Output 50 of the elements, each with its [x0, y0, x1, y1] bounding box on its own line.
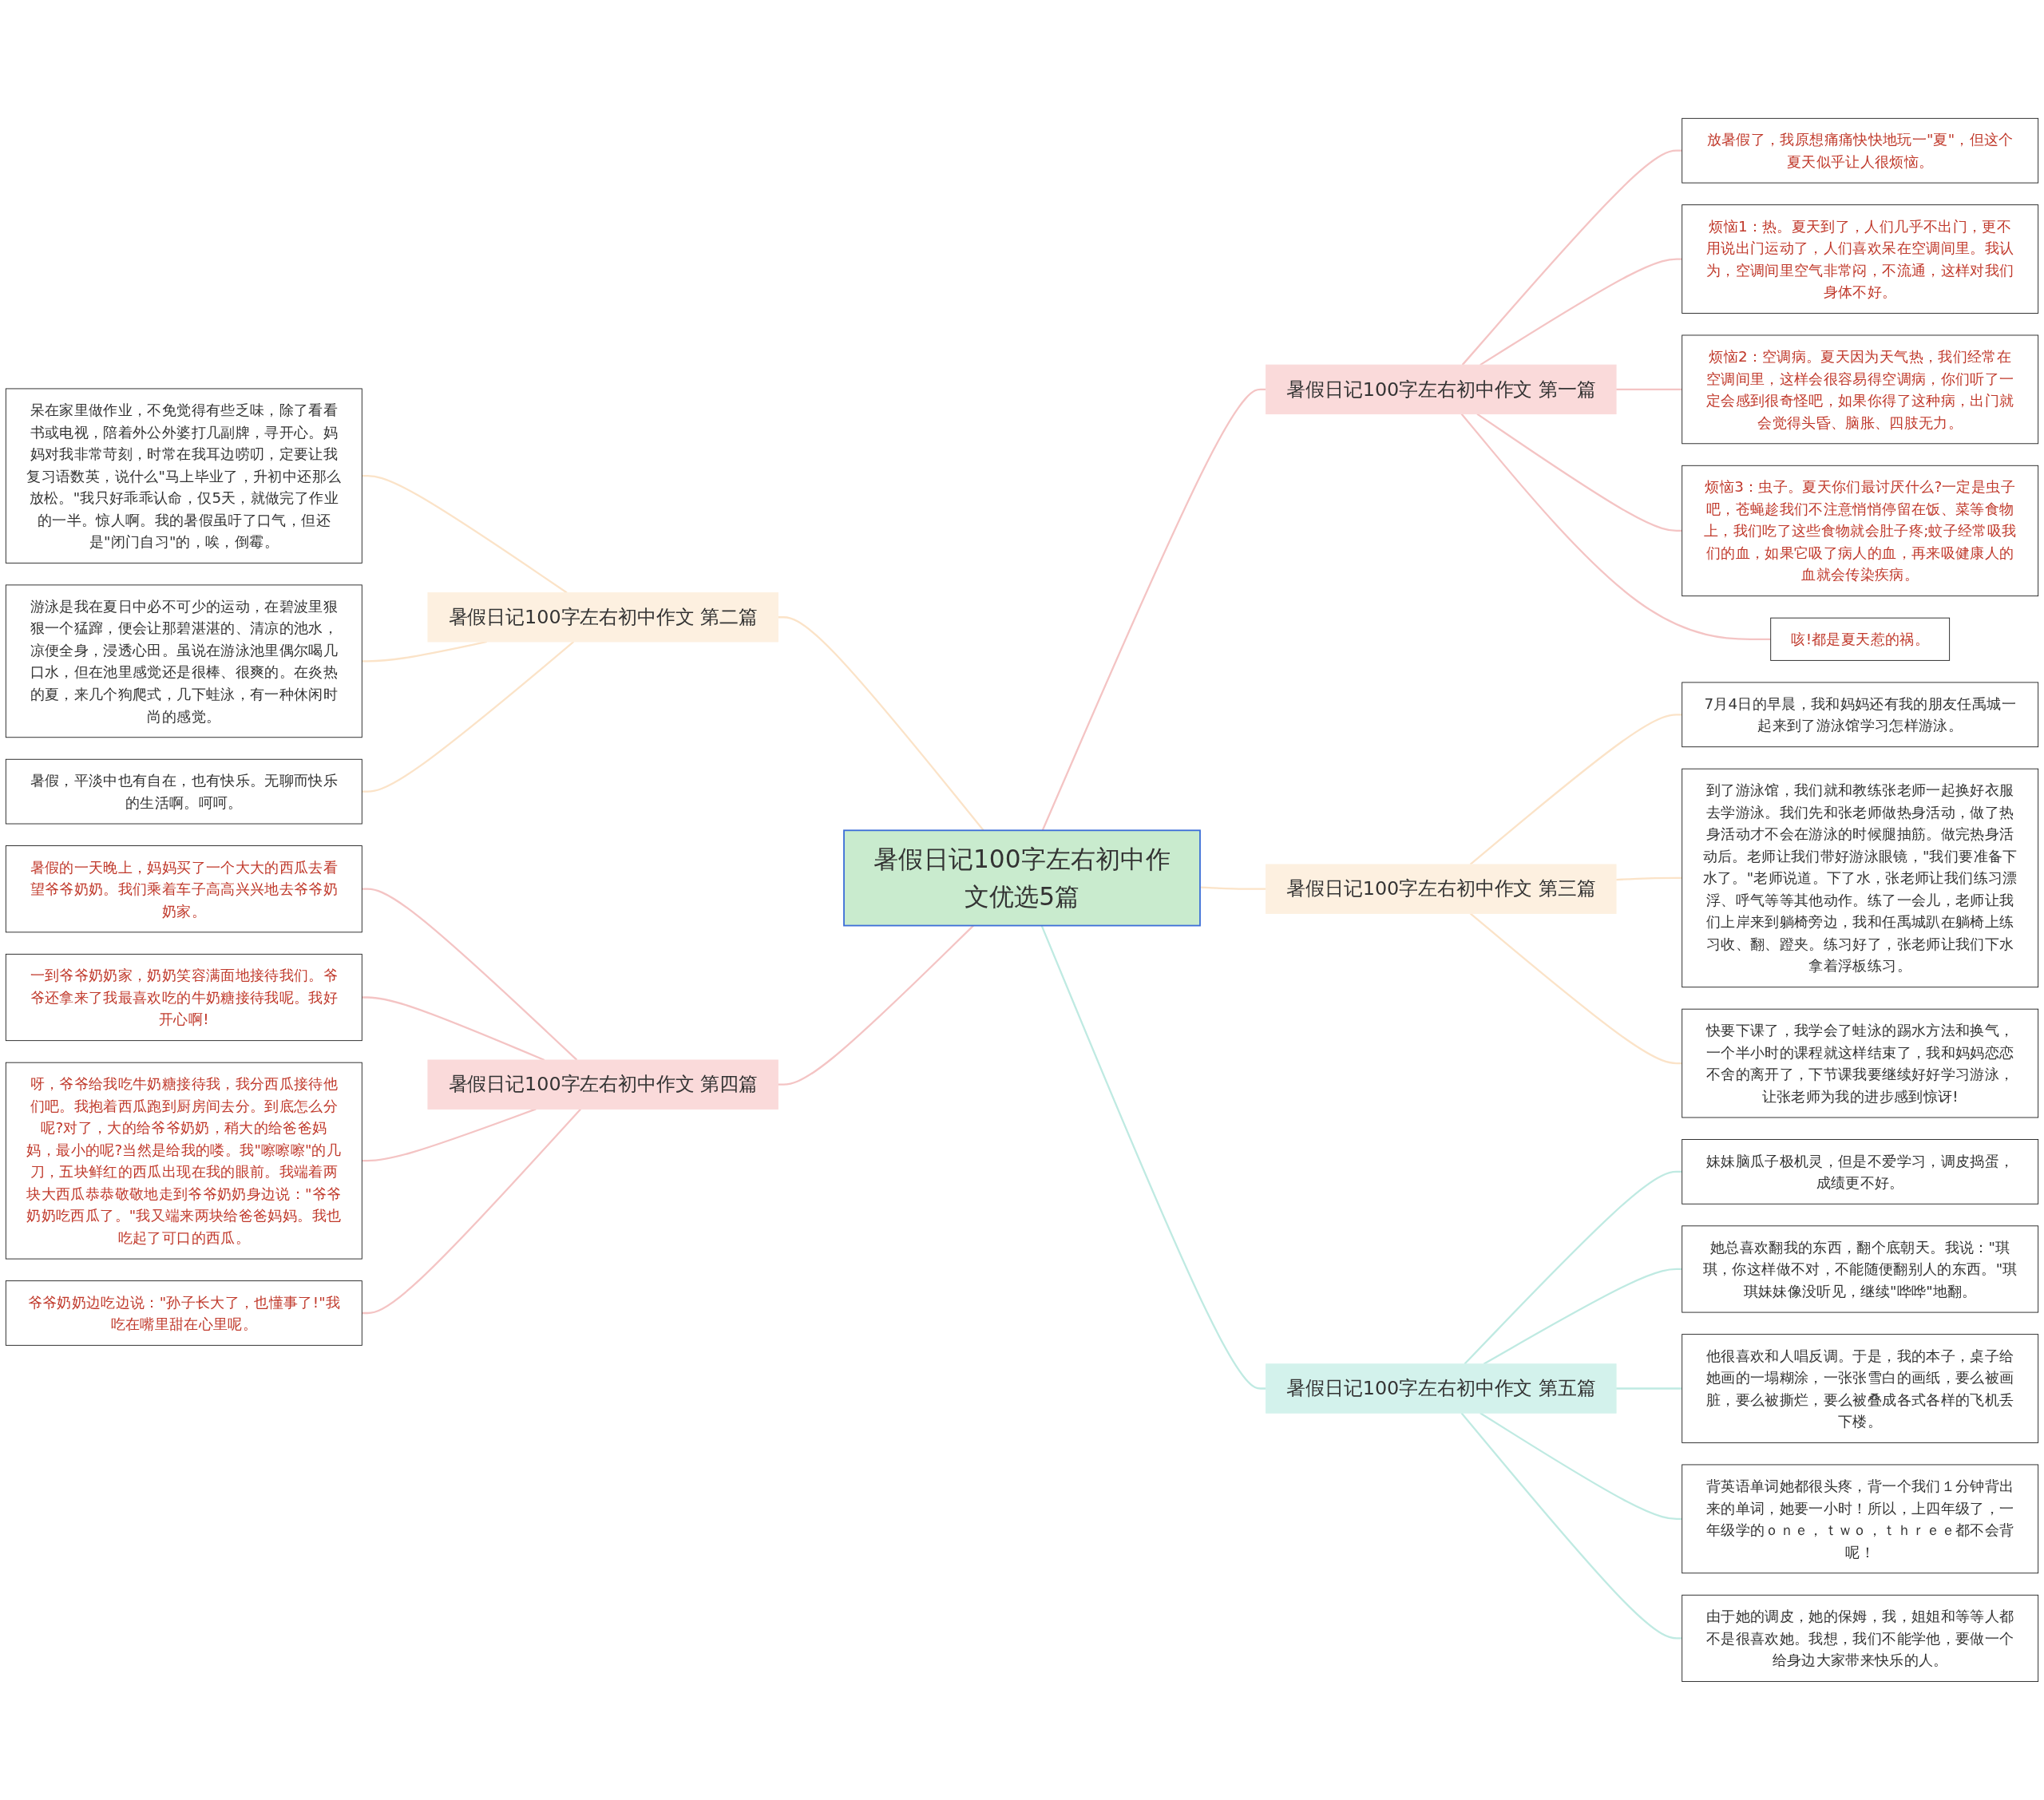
- connector: [1616, 1387, 1682, 1390]
- node-box: 暑假的一天晚上，妈妈买了一个大大的西瓜去看望爷爷奶奶。我们乘着车子高高兴兴地去爷爷奶奶家。: [5, 845, 362, 933]
- connector: [778, 924, 974, 1086]
- node-box: 背英语单词她都很头疼，背一个我们１分钟背出来的单词，她要一小时！所以，上四年级了，一年级学的ｏｎｅ，ｔｗｏ，ｔｈｒｅｅ都不会背呢！: [1682, 1464, 2039, 1574]
- connector: [1476, 413, 1682, 532]
- node-box: 7月4日的早晨，我和妈妈还有我的朋友任禹城一起来到了游泳馆学习怎样游泳。: [1682, 682, 2039, 748]
- node-box: 他很喜欢和人唱反调。于是，我的本子，桌子给她画的一塌糊涂，一张张雪白的画纸，要么被画脏，要么被撕烂，要么被叠成各式各样的飞机丢下楼。: [1682, 1334, 2039, 1443]
- node-box: 到了游泳馆，我们就和教练张老师一起换好衣服去学游泳。我们先和张老师做热身活动，做了热身活动才不会在游泳的时候腿抽筋。做完热身活动后。老师让我们带好游泳眼镜，"我们要准备下水了。"老师说道。下了水，张老师让我们练习漂浮、呼气等等其他动作。练了一会儿，老师让我们上岸来到躺椅旁边，我和任禹城趴在躺椅上练习收、翻、蹬夹。练习好了，张老师让我们下水拿着浮板练习。: [1682, 768, 2039, 988]
- connector: [1464, 1170, 1682, 1365]
- node-box: 烦恼3：虫子。夏天你们最讨厌什么?一定是虫子吧，苍蝇趁我们不注意悄悄停留在饭、菜等食物上，我们吃了这些食物就会肚子疼;蚊子经常吸我们的血，如果它吸了病人的血，再来吸健康人的血就会传染疾病。: [1682, 465, 2039, 597]
- node-box: 咳!都是夏天惹的祸。: [1770, 617, 1951, 661]
- connector: [1199, 886, 1266, 890]
- node-box: 爷爷奶奶边吃边说："孙子长大了，也懂事了!"我吃在嘴里甜在心里呢。: [5, 1280, 362, 1346]
- node-box: 呆在家里做作业，不免觉得有些乏味，除了看看书或电视，陪着外公外婆打几副牌，寻开心。妈妈对我非常苛刻，时常在我耳边唠叨，定要让我复习语数英，说什么"马上毕业了，升初中还那么放松。"我只好乖乖认命，仅5天，就做完了作业的一半。惊人啊。我的暑假虽吁了口气，但还是"闭门自习"的，唉，倒霉。: [5, 388, 362, 564]
- connector: [1483, 1268, 1682, 1365]
- node-box: 呀，爷爷给我吃牛奶糖接待我，我分西瓜接待他们吧。我抱着西瓜跑到厨房间去分。到底怎么分呢?对了，大的给爷爷奶奶，稍大的给爸爸妈妈，最小的呢?当然是给我的喽。我"嚓嚓嚓"的几刀，五块鲜红的西瓜出现在我的眼前。我端着两块大西瓜恭恭敬敬地走到爷爷奶奶身边说："爷爷奶奶吃西瓜了。"我又端来两块给爸爸妈妈。我也吃起了可口的西瓜。: [5, 1062, 362, 1260]
- connector: [1480, 1412, 1682, 1521]
- connector: [1469, 714, 1682, 865]
- node-box: 由于她的调皮，她的保姆，我，姐姐和等等人都不是很喜欢她。我想，我们不能学他，要做一个给身边大家带来快乐的人。: [1682, 1594, 2039, 1683]
- connector: [778, 616, 984, 832]
- node-box: 暑假日记100字左右初中作文 第三篇: [1266, 864, 1617, 914]
- node-box: 妹妹脑瓜子极机灵，但是不爱学习，调皮捣蛋，成绩更不好。: [1682, 1139, 2039, 1205]
- connector: [1616, 388, 1682, 391]
- node-box: 暑假日记100字左右初中作文 第二篇: [427, 592, 778, 643]
- node-box: 暑假日记100字左右初中作文 第一篇: [1266, 364, 1617, 415]
- connector: [362, 1108, 582, 1315]
- connector: [362, 475, 568, 594]
- node-box: 快要下课了，我学会了蛙泳的踢水方法和换气，一个半小时的课程就这样结束了，我和妈妈恋恋不舍的离开了，下节课我要继续好好学习游泳，让张老师为我的进步感到惊讶!: [1682, 1008, 2039, 1118]
- node-box: 暑假，平淡中也有自在，也有快乐。无聊而快乐的生活啊。呵呵。: [5, 758, 362, 825]
- connector: [1461, 149, 1682, 366]
- connector: [1460, 413, 1771, 640]
- connector: [362, 1108, 537, 1162]
- node-box: 暑假日记100字左右初中作文 第四篇: [427, 1059, 778, 1110]
- connector: [1040, 925, 1266, 1390]
- connector: [1480, 258, 1682, 366]
- node-box: 暑假日记100字左右初中作文优选5篇: [843, 829, 1201, 927]
- connector: [1041, 388, 1266, 831]
- node-box: 烦恼1：热。夏天到了，人们几乎不出门，更不用说出门运动了，人们喜欢呆在空调间里。我认为，空调间里空气非常闷，不流通，这样对我们身体不好。: [1682, 204, 2039, 314]
- node-box: 游泳是我在夏日中必不可少的运动，在碧波里狠狠一个猛蹿，便会让那碧湛湛的、清凉的池水，凉便全身，浸透心田。虽说在游泳池里偶尔喝几口水，但在池里感觉还是很棒、很爽的。在炎热的夏，来几个狗爬式，几下蛙泳，有一种休闲时尚的感觉。: [5, 584, 362, 738]
- node-box: 烦恼2：空调病。夏天因为天气热，我们经常在空调间里，这样会很容易得空调病，你们听了一定会感到很奇怪吧，如果你得了这种病，出门就会觉得头昏、脑胀、四肢无力。: [1682, 334, 2039, 445]
- node-box: 暑假日记100字左右初中作文 第五篇: [1266, 1363, 1617, 1414]
- connector: [362, 888, 578, 1061]
- connector: [362, 996, 545, 1062]
- connector: [1616, 876, 1682, 881]
- node-box: 一到爷爷奶奶家，奶奶笑容满面地接待我们。爷爷还拿来了我最喜欢吃的牛奶糖接待我呢。我好开心啊!: [5, 953, 362, 1042]
- connector: [362, 641, 575, 793]
- node-box: 放暑假了，我原想痛痛快快地玩一"夏"，但这个夏天似乎让人很烦恼。: [1682, 117, 2039, 184]
- connector: [1460, 1412, 1682, 1640]
- connector: [1469, 912, 1682, 1065]
- node-box: 她总喜欢翻我的东西，翻个底朝天。我说："琪琪，你这样做不对，不能随便翻别人的东西。"琪琪妹妹像没听见，继续"哗哗"地翻。: [1682, 1225, 2039, 1313]
